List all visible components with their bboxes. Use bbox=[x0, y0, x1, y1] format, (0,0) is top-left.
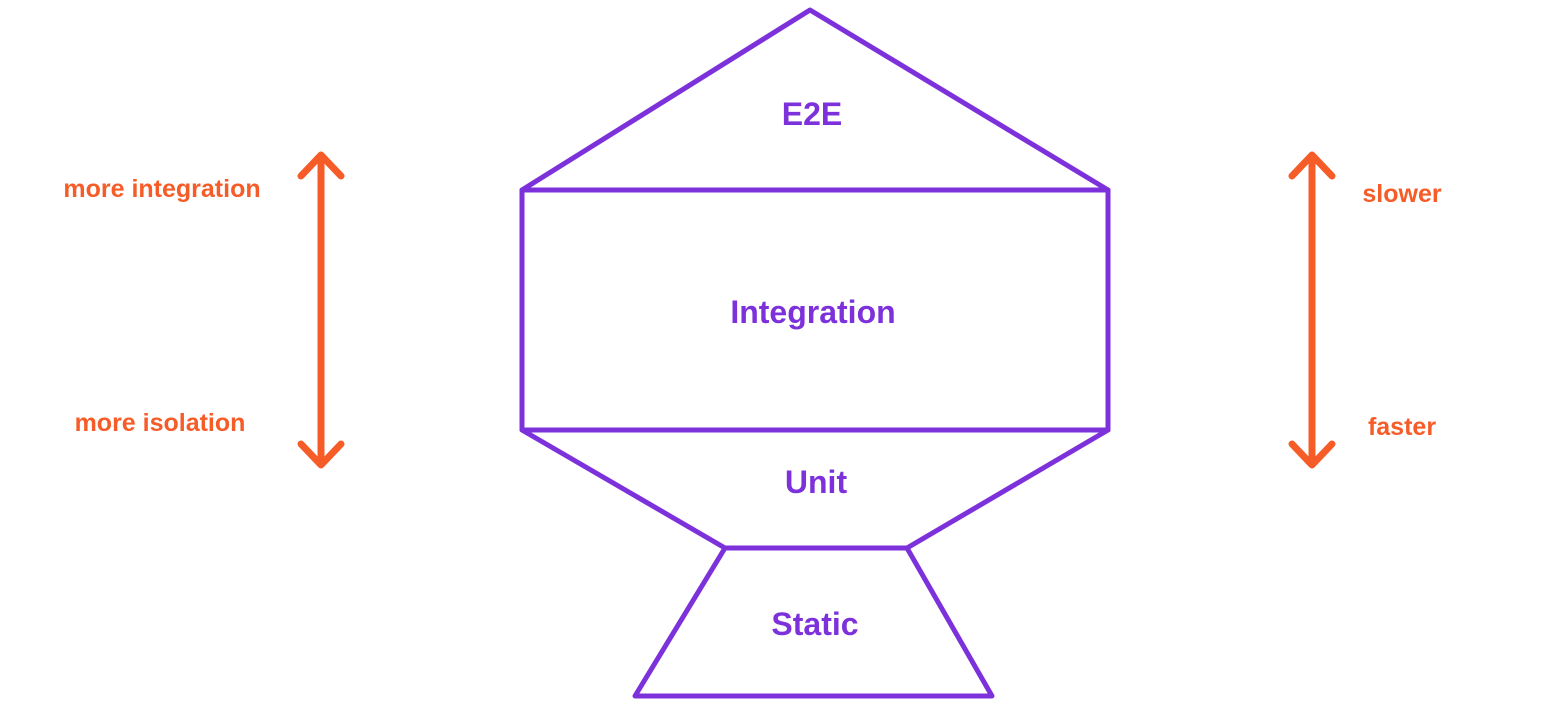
trophy-labels: E2E Integration Unit Static bbox=[730, 96, 895, 642]
left-arrow-down-head bbox=[297, 440, 345, 469]
right-scale: slower faster bbox=[1288, 151, 1442, 469]
unit-label: Unit bbox=[785, 464, 848, 500]
double-arrow-icon bbox=[297, 151, 345, 469]
e2e-label: E2E bbox=[782, 96, 842, 132]
trophy-shape-group bbox=[519, 7, 1111, 699]
faster-label: faster bbox=[1368, 413, 1436, 441]
more-isolation-label: more isolation bbox=[75, 409, 246, 437]
right-arrow-up-head bbox=[1288, 151, 1336, 180]
left-scale: more integration more isolation bbox=[63, 151, 345, 469]
double-arrow-icon bbox=[1288, 151, 1336, 469]
integration-label: Integration bbox=[730, 294, 895, 330]
left-arrow-up-head bbox=[297, 151, 345, 180]
static-label: Static bbox=[771, 606, 858, 642]
more-integration-label: more integration bbox=[63, 175, 260, 203]
slower-label: slower bbox=[1362, 180, 1441, 208]
static-trapezoid bbox=[632, 545, 995, 699]
right-arrow-down-head bbox=[1288, 440, 1336, 469]
